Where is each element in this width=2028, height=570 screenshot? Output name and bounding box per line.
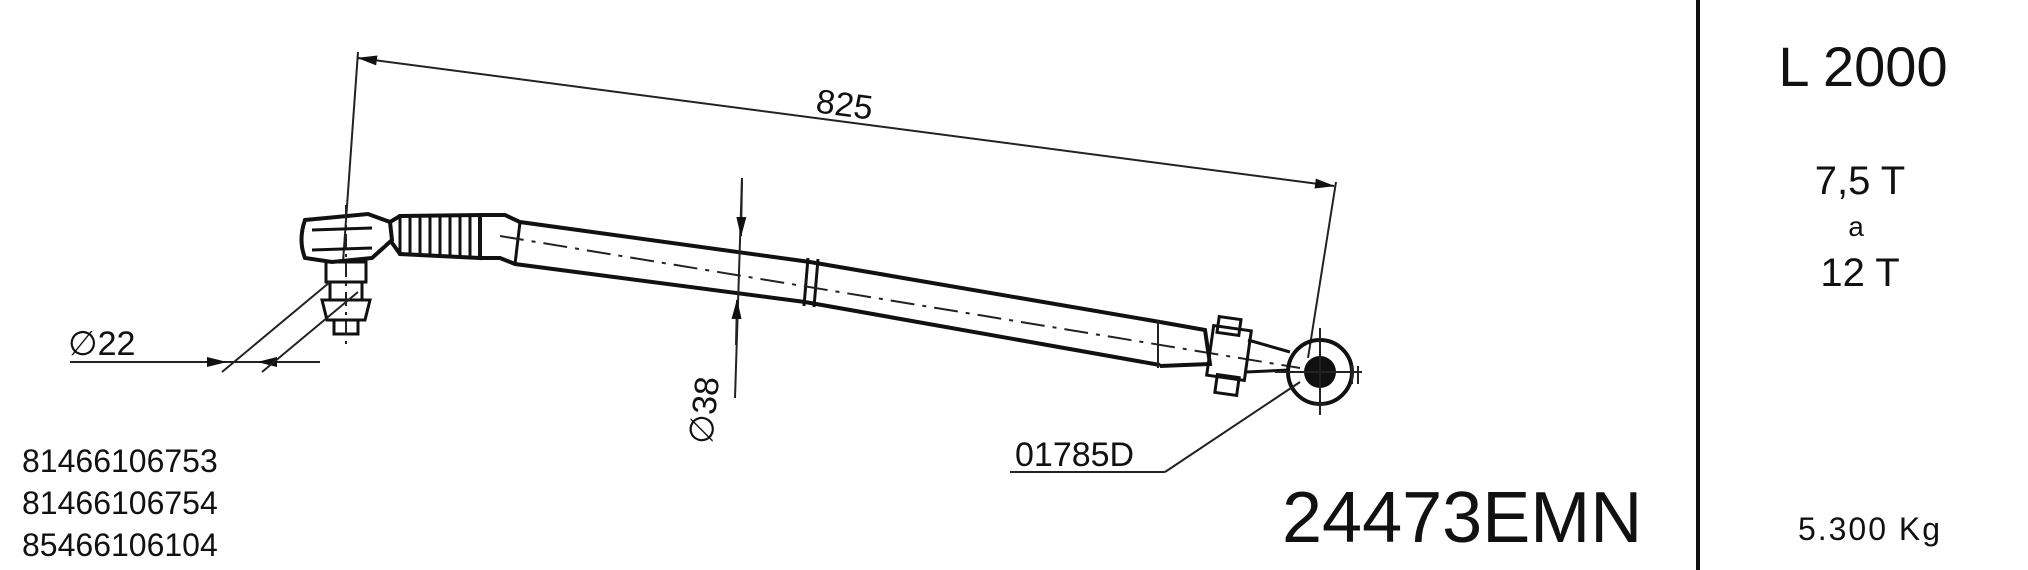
dimension-38-label: ∅38 <box>682 375 727 446</box>
spec-panel: L 2000 7,5 T a 12 T 5.300 Kg <box>1778 35 1947 547</box>
oem-code-2: 81466106754 <box>22 485 218 521</box>
model-label: L 2000 <box>1778 35 1947 98</box>
length-dimension: 825 <box>342 51 1337 359</box>
oem-code-1: 81466106753 <box>22 443 218 479</box>
oem-codes: 81466106753 81466106754 85466106104 <box>22 443 218 563</box>
dimension-825-label: 825 <box>814 83 875 128</box>
threaded-end <box>388 212 482 261</box>
tube-diameter-dimension: ∅38 <box>682 177 747 446</box>
dimension-22-label: ∅22 <box>68 325 135 363</box>
capacity-separator: a <box>1848 211 1864 242</box>
clamp-callout: 01785D <box>1010 381 1301 474</box>
pin-diameter-dimension: ∅22 <box>68 281 359 373</box>
clamp-reference-label: 01785D <box>1015 436 1134 474</box>
weight-label: 5.300 Kg <box>1798 511 1942 547</box>
right-clamp-and-ball-joint <box>1159 314 1362 415</box>
oem-code-3: 85466106104 <box>22 527 218 563</box>
left-ball-joint <box>299 205 395 345</box>
part-number: 24473EMN <box>1282 478 1642 558</box>
capacity-to: 12 T <box>1820 251 1899 295</box>
capacity-from: 7,5 T <box>1815 159 1905 203</box>
tie-rod-tube <box>480 213 1301 369</box>
